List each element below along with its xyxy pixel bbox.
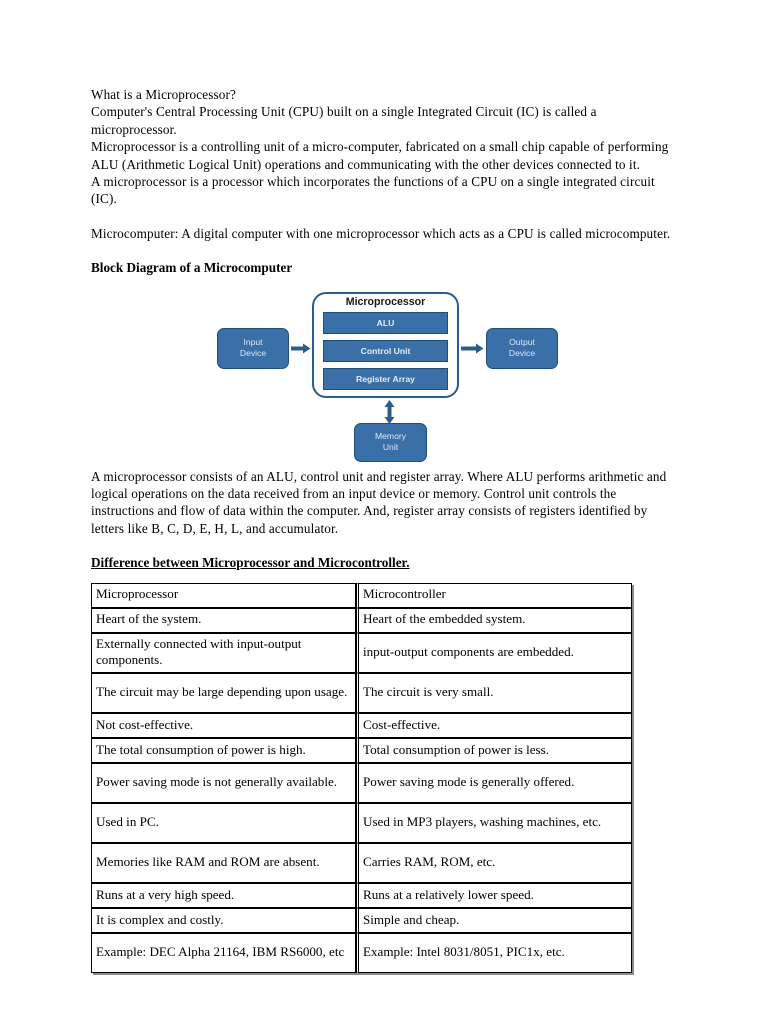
output-device-label-line1: Output	[509, 337, 535, 348]
heading-block-diagram: Block Diagram of a Microcomputer	[91, 260, 293, 276]
table-cell-right: input-output components are embedded.	[356, 632, 632, 673]
table-cell-left: Memories like RAM and ROM are absent.	[91, 842, 356, 883]
paragraph-question: What is a Microprocessor?	[91, 87, 237, 102]
alu-box: ALU	[323, 311, 448, 334]
document-content: What is a Microprocessor? Computer's Cen…	[91, 86, 679, 973]
spacer	[91, 208, 679, 225]
table-cell-right: Total consumption of power is less.	[356, 737, 632, 763]
table-cell-right: Used in MP3 players, washing machines, e…	[356, 802, 632, 843]
table-cell-left: The total consumption of power is high.	[91, 737, 356, 763]
table-cell-left: Example: DEC Alpha 21164, IBM RS6000, et…	[91, 932, 356, 973]
table-cell-left: The circuit may be large depending upon …	[91, 672, 356, 713]
table-cell-left: Used in PC.	[91, 802, 356, 843]
input-device-label-line2: Device	[239, 348, 267, 359]
table-cell-right: Cost-effective.	[356, 712, 632, 738]
comparison-table-wrap: Microprocessor Microcontroller Heart of …	[91, 582, 679, 973]
microprocessor-title: Microprocessor	[345, 295, 426, 308]
output-device-box: Output Device	[486, 327, 558, 369]
register-array-box: Register Array	[323, 367, 448, 390]
table-row: The circuit may be large depending upon …	[91, 672, 632, 713]
heading-difference-table: Difference between Microprocessor and Mi…	[91, 555, 410, 571]
table-header-microcontroller: Microcontroller	[356, 582, 632, 608]
table-cell-right: Runs at a relatively lower speed.	[356, 882, 632, 908]
table-cell-right: Power saving mode is generally offered.	[356, 762, 632, 803]
arrow-processor-memory-bidirectional-icon	[384, 399, 395, 424]
table-row: Not cost-effective. Cost-effective.	[91, 712, 632, 738]
table-cell-right: The circuit is very small.	[356, 672, 632, 713]
table-cell-right: Simple and cheap.	[356, 907, 632, 933]
table-row: Memories like RAM and ROM are absent. Ca…	[91, 842, 632, 883]
paragraph-controlling-unit: Microprocessor is a controlling unit of …	[91, 139, 669, 172]
table-row: It is complex and costly. Simple and che…	[91, 907, 632, 933]
paragraph-microcomputer: Microcomputer: A digital computer with o…	[91, 225, 671, 241]
table-row: Used in PC. Used in MP3 players, washing…	[91, 802, 632, 843]
control-unit-box: Control Unit	[323, 339, 448, 362]
memory-unit-box: Memory Unit	[354, 422, 427, 462]
memory-unit-label-line1: Memory	[374, 431, 407, 442]
table-cell-right: Example: Intel 8031/8051, PIC1x, etc.	[356, 932, 632, 973]
comparison-table-body: Microprocessor Microcontroller Heart of …	[91, 582, 632, 973]
table-cell-left: Not cost-effective.	[91, 712, 356, 738]
comparison-table: Microprocessor Microcontroller Heart of …	[91, 582, 632, 973]
arrow-input-to-processor-icon	[291, 343, 311, 354]
table-cell-left: It is complex and costly.	[91, 907, 356, 933]
arrow-processor-to-output-icon	[461, 343, 484, 354]
output-device-label-line2: Device	[508, 348, 536, 359]
table-cell-right: Heart of the embedded system.	[356, 607, 632, 633]
input-device-box: Input Device	[217, 327, 289, 369]
table-header-row: Microprocessor Microcontroller	[91, 582, 632, 608]
table-row: The total consumption of power is high. …	[91, 737, 632, 763]
paragraph-cpu-definition: Computer's Central Processing Unit (CPU)…	[91, 104, 597, 137]
table-cell-right: Carries RAM, ROM, etc.	[356, 842, 632, 883]
table-row: Runs at a very high speed. Runs at a rel…	[91, 882, 632, 908]
block-diagram: Input Device Microprocessor ALU Control …	[215, 285, 560, 468]
table-cell-left: Power saving mode is not generally avail…	[91, 762, 356, 803]
block-diagram-figure: Input Device Microprocessor ALU Control …	[91, 285, 679, 468]
table-row: Heart of the system. Heart of the embedd…	[91, 607, 632, 633]
table-cell-left: Externally connected with input-output c…	[91, 632, 356, 673]
spacer	[91, 242, 679, 259]
table-row: Power saving mode is not generally avail…	[91, 762, 632, 803]
input-device-label-line1: Input	[243, 337, 263, 348]
table-cell-left: Runs at a very high speed.	[91, 882, 356, 908]
spacer	[91, 537, 679, 554]
paragraph-explanation: A microprocessor consists of an ALU, con…	[91, 468, 667, 536]
table-row: Example: DEC Alpha 21164, IBM RS6000, et…	[91, 932, 632, 973]
memory-unit-label-line2: Unit	[382, 442, 399, 453]
table-row: Externally connected with input-output c…	[91, 632, 632, 673]
table-header-microprocessor: Microprocessor	[91, 582, 356, 608]
paragraph-processor-functions: A microprocessor is a processor which in…	[91, 174, 655, 207]
table-cell-left: Heart of the system.	[91, 607, 356, 633]
